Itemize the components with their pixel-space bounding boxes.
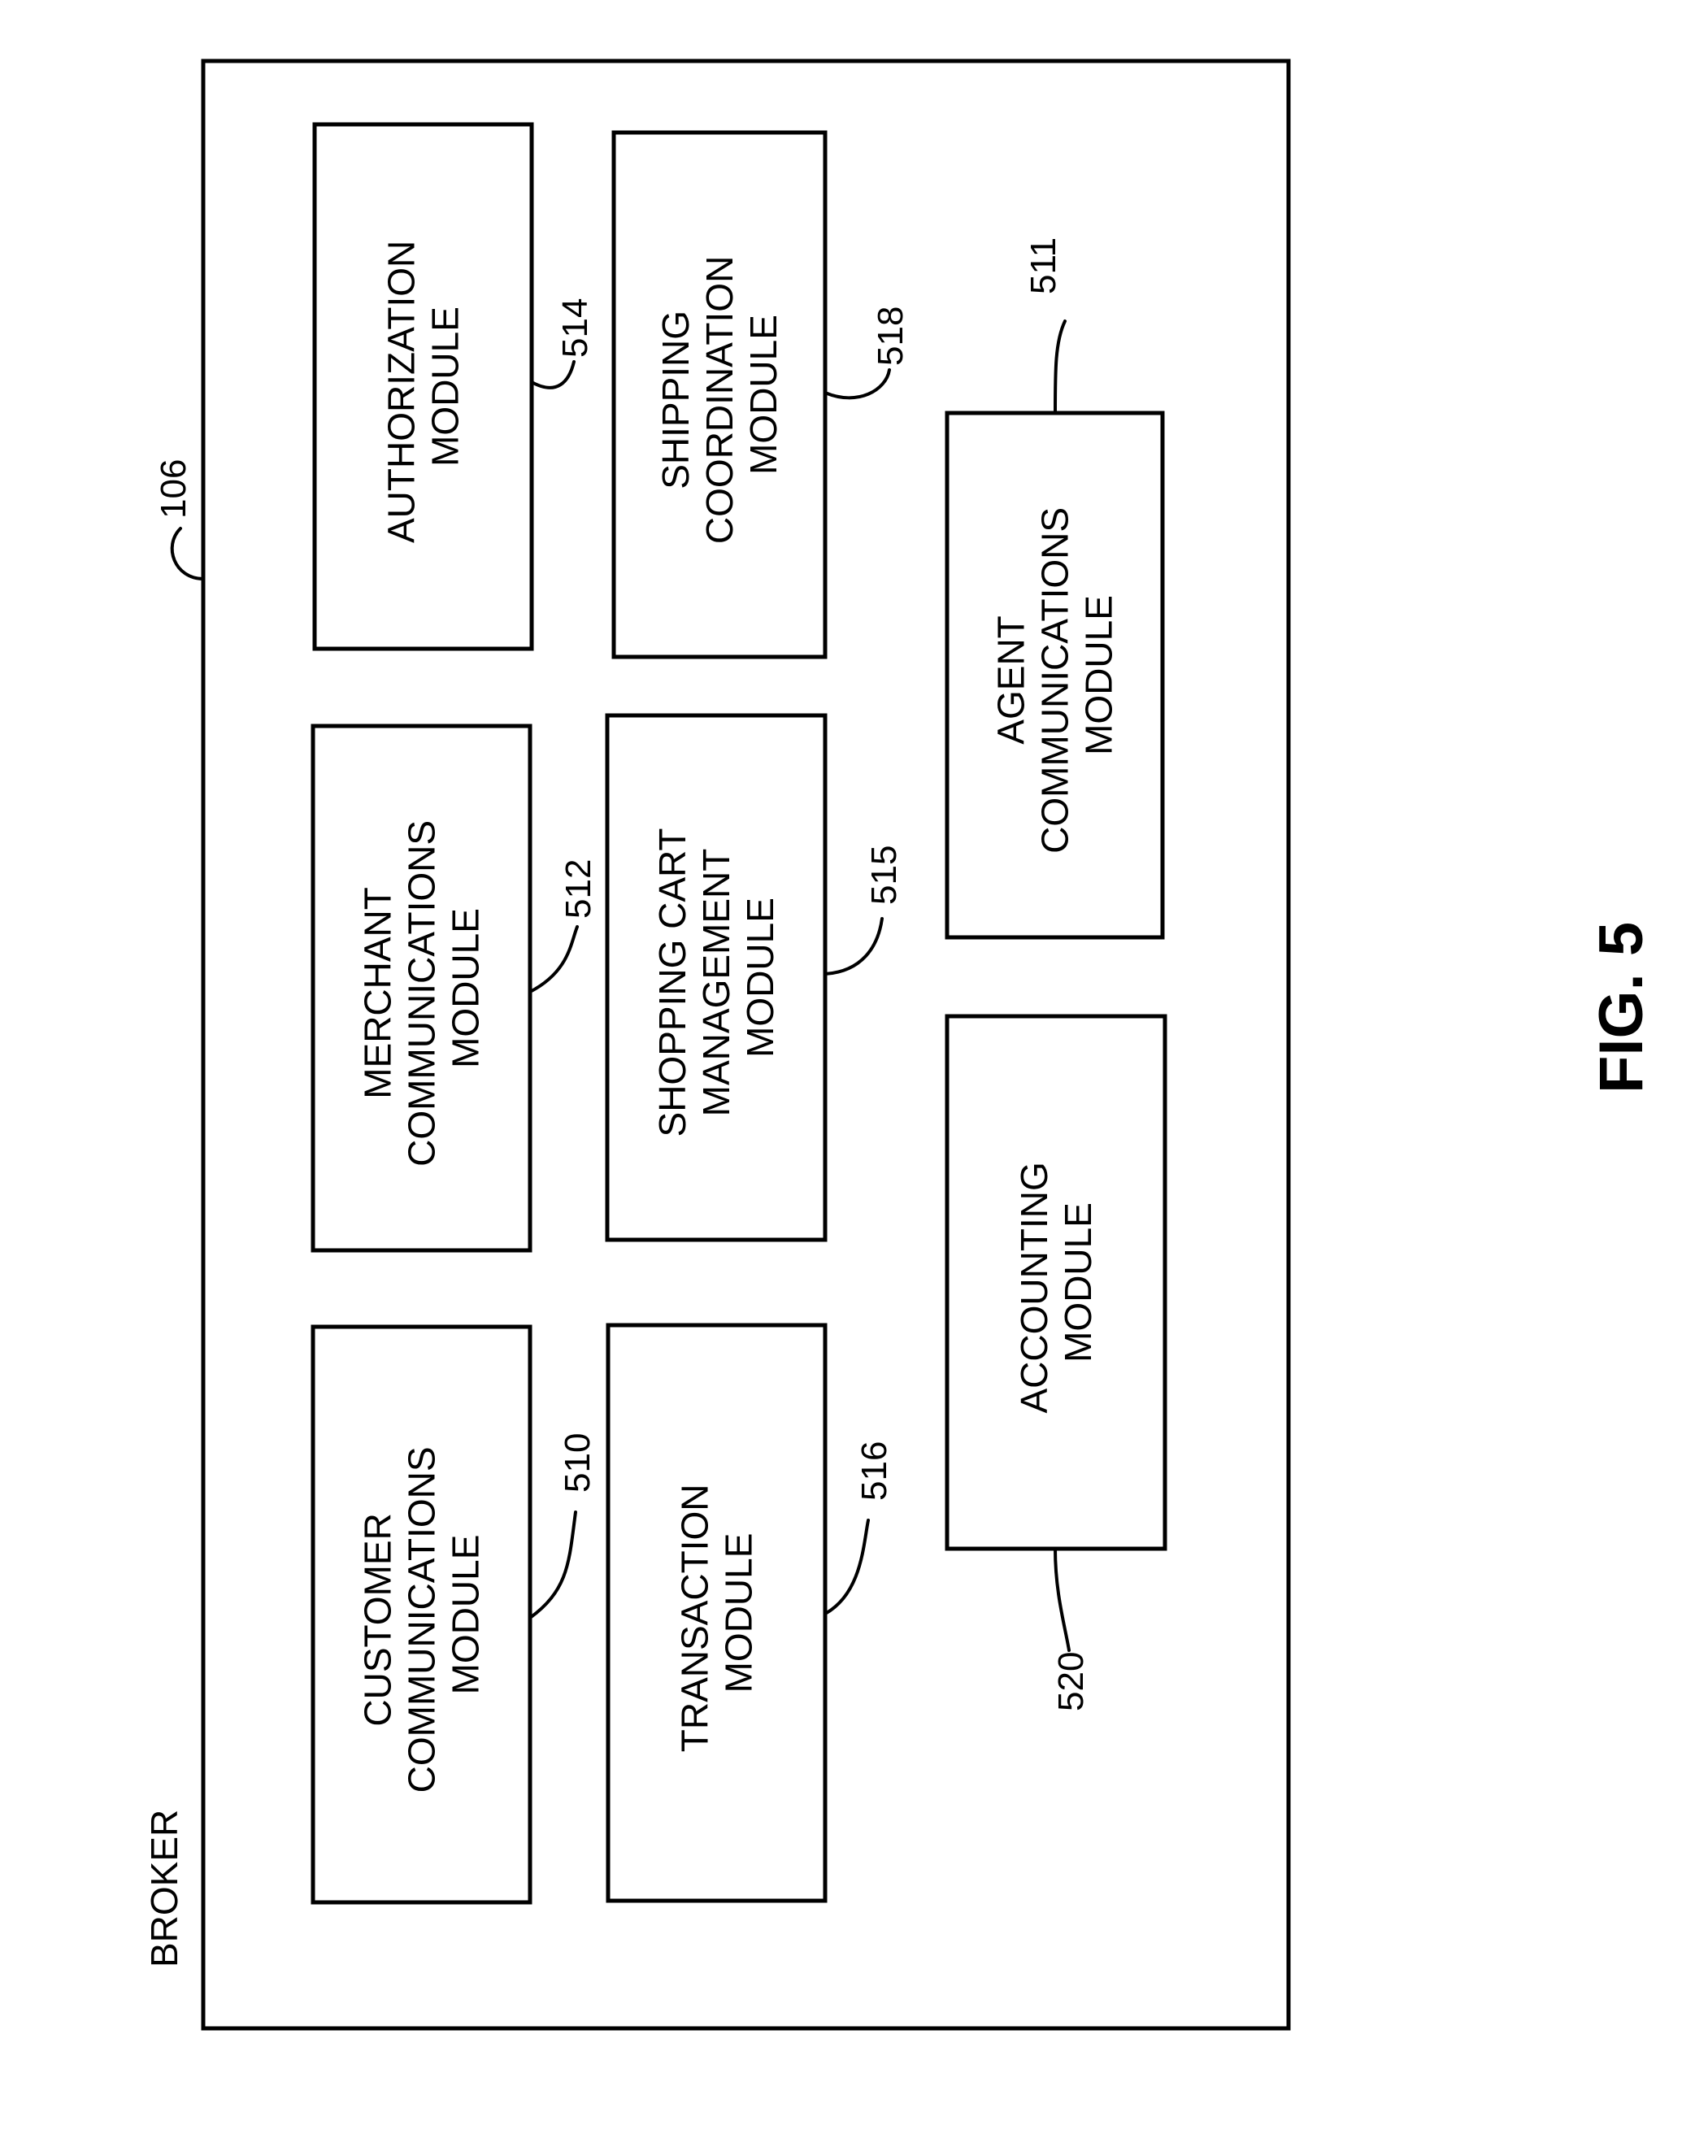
ref-518: 518	[871, 306, 910, 366]
figure-caption: FIG. 5	[1587, 922, 1656, 1093]
leader-518	[825, 370, 889, 398]
ref-520: 520	[1051, 1652, 1091, 1711]
leader-106	[172, 528, 203, 579]
leader-510	[530, 1512, 576, 1618]
ref-512: 512	[558, 859, 598, 919]
leader-516	[825, 1520, 868, 1614]
authorization-module-box	[315, 124, 532, 649]
ref-511: 511	[1023, 237, 1063, 294]
leader-515	[825, 919, 882, 974]
broker-title: BROKER	[143, 1810, 185, 1967]
leader-512	[530, 927, 577, 992]
ref-514: 514	[555, 298, 595, 358]
ref-516: 516	[854, 1441, 894, 1501]
ref-510: 510	[558, 1433, 598, 1493]
ref-106: 106	[154, 459, 193, 519]
leader-511	[1055, 321, 1065, 413]
leader-514	[532, 362, 574, 388]
ref-515: 515	[864, 845, 904, 905]
accounting-module-box	[947, 1016, 1165, 1549]
transaction-module-box	[608, 1325, 825, 1901]
leader-520	[1055, 1549, 1069, 1650]
